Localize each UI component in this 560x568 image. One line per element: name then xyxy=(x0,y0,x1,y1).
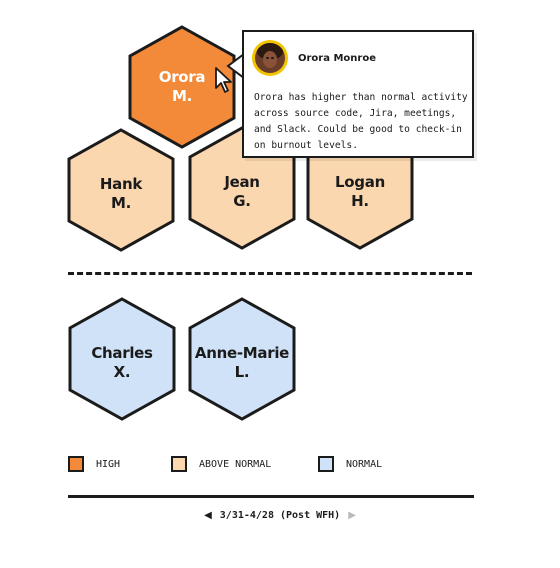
tooltip-name: Orora Monroe xyxy=(298,52,376,64)
legend-item-high: HIGH xyxy=(68,456,120,472)
legend: HIGH ABOVE NORMAL NORMAL xyxy=(68,456,488,476)
person-tooltip: Orora Monroe Orora has higher than norma… xyxy=(242,30,474,158)
triangle-left-icon[interactable]: ◀ xyxy=(204,509,212,521)
period-nav: ◀ 3/31-4/28 (Post WFH) ▶ xyxy=(0,510,560,521)
tooltip-header: Orora Monroe xyxy=(252,40,376,76)
hex-jean-name: Jean xyxy=(223,173,259,191)
hex-orora-name: Orora xyxy=(159,68,205,86)
hex-logan-name: Logan xyxy=(335,173,385,191)
legend-swatch-above-normal xyxy=(171,456,187,472)
hex-jean-initial: G. xyxy=(233,192,250,210)
legend-swatch-normal xyxy=(318,456,334,472)
hex-orora[interactable]: Orora M. xyxy=(128,25,236,149)
hex-charles-shape xyxy=(68,297,176,421)
mouse-pointer-icon xyxy=(215,67,232,93)
hex-charles-name: Charles xyxy=(91,344,153,362)
hex-logan-initial: H. xyxy=(351,192,369,210)
hex-hank-shape xyxy=(67,128,175,252)
hex-hank-name: Hank xyxy=(100,175,143,193)
hex-orora-shape xyxy=(128,25,236,149)
footer-divider xyxy=(68,495,474,498)
hex-anne-marie-initial: L. xyxy=(235,363,250,381)
group-divider xyxy=(68,272,472,275)
hex-anne-marie-shape xyxy=(188,297,296,421)
period-label: 3/31-4/28 (Post WFH) xyxy=(219,510,341,521)
person-avatar-icon xyxy=(252,40,288,76)
hex-charles-initial: X. xyxy=(114,363,131,381)
legend-item-normal: NORMAL xyxy=(318,456,382,472)
hex-hank[interactable]: Hank M. xyxy=(67,128,175,252)
legend-label-above-normal: ABOVE NORMAL xyxy=(199,458,272,470)
legend-label-high: HIGH xyxy=(96,458,121,470)
hex-logan[interactable]: Logan H. xyxy=(306,126,414,250)
triangle-right-icon[interactable]: ▶ xyxy=(348,509,356,521)
legend-label-normal: NORMAL xyxy=(346,458,383,470)
hex-orora-initial: M. xyxy=(172,87,192,105)
hex-charles[interactable]: Charles X. xyxy=(68,297,176,421)
hex-hank-initial: M. xyxy=(111,194,131,212)
legend-swatch-high xyxy=(68,456,84,472)
hex-anne-marie[interactable]: Anne-Marie L. xyxy=(188,297,296,421)
legend-item-above-normal: ABOVE NORMAL xyxy=(171,456,271,472)
tooltip-tail xyxy=(226,54,245,78)
tooltip-body: Orora has higher than normal activity ac… xyxy=(254,92,468,151)
hex-anne-marie-name: Anne-Marie xyxy=(195,344,289,362)
